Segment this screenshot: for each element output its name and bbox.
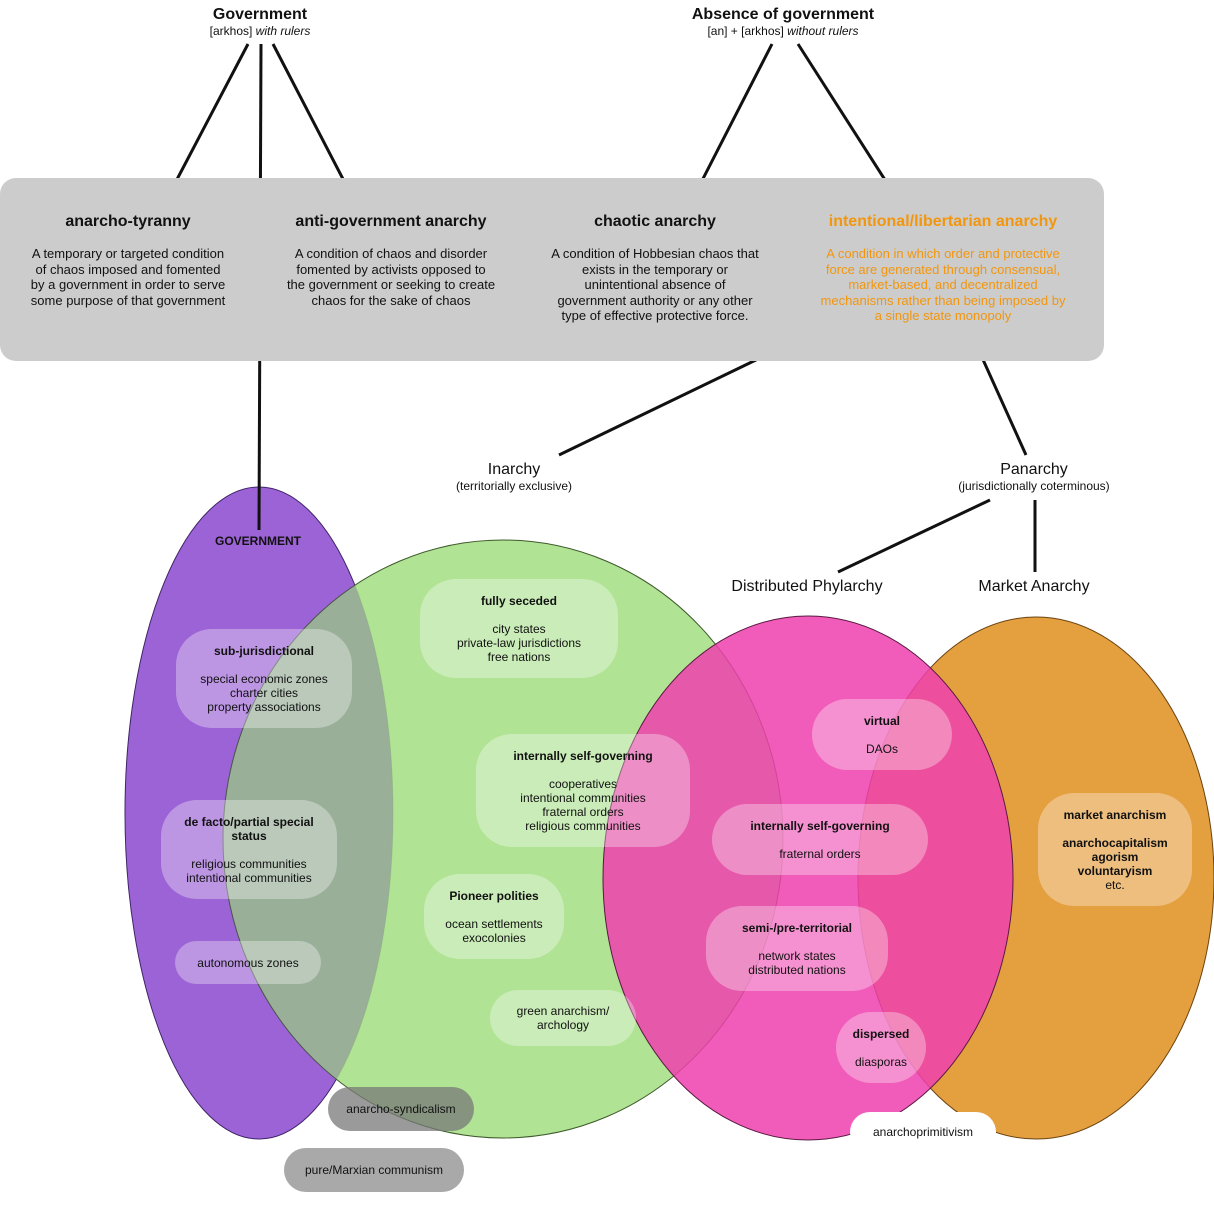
distributed-phylarchy-node: Distributed Phylarchy: [731, 578, 883, 595]
absence-root: Absence of government [an] + [arkhos] wi…: [652, 6, 914, 38]
category-anti-government-anarchy: anti-government anarchy A condition of c…: [286, 212, 496, 308]
bubble-market-anarchism: market anarchism anarchocapitalism agori…: [1038, 793, 1192, 906]
category-anarcho-tyranny: anarcho-tyranny A temporary or targeted …: [28, 212, 228, 308]
bubble-title: semi-/pre-territorial: [741, 920, 853, 935]
bubble-fully-seceded: fully seceded city states private-law ju…: [420, 579, 618, 678]
absence-root-subtitle: [an] + [arkhos] without rulers: [707, 24, 859, 38]
category-description: A temporary or targeted condition of cha…: [30, 246, 226, 308]
bubble-item: network states: [758, 948, 836, 963]
bubble-item: special economic zones: [200, 671, 328, 686]
inarchy-subtitle: (territorially exclusive): [455, 479, 573, 493]
bubble-green-anarchism: green anarchism/ archology: [490, 990, 636, 1046]
category-title: chaotic anarchy: [594, 213, 716, 230]
market-anarchy-node: Market Anarchy: [978, 578, 1090, 595]
bubble-item: fraternal orders: [779, 846, 861, 861]
bubble-autonomous-zones: autonomous zones: [175, 941, 321, 984]
bubble-item: cooperatives: [548, 776, 618, 791]
bubble-de-facto: de facto/partial special status religiou…: [161, 800, 337, 899]
government-root: Government [arkhos] with rulers: [160, 6, 360, 38]
pill-anarchoprimitivism: anarchoprimitivism: [850, 1112, 996, 1152]
bubble-item: free nations: [487, 649, 551, 664]
category-chaotic-anarchy: chaotic anarchy A condition of Hobbesian…: [550, 212, 760, 324]
inarchy-title: Inarchy: [487, 461, 541, 478]
category-title: intentional/libertarian anarchy: [828, 213, 1058, 230]
bubble-title: market anarchism: [1063, 807, 1167, 822]
pill-anarcho-syndicalism: anarcho-syndicalism: [328, 1087, 474, 1131]
bubble-title: green anarchism/ archology: [516, 1004, 610, 1032]
absence-root-title: Absence of government: [691, 6, 875, 23]
bubble-item: etc.: [1105, 877, 1125, 892]
category-description: A condition of chaos and disorder foment…: [286, 246, 496, 308]
bubble-item: property associations: [207, 699, 321, 714]
bubble-item: religious communities: [525, 818, 641, 833]
bubble-title: Pioneer polities: [449, 888, 539, 903]
bubble-item: voluntaryism: [1077, 863, 1153, 878]
bubble-title: de facto/partial special status: [184, 814, 314, 843]
anarchy-types-band: [0, 178, 1104, 361]
bubble-title: sub-jurisdictional: [213, 643, 314, 658]
bubble-title: internally self-governing: [513, 748, 653, 763]
category-description: A condition of Hobbesian chaos that exis…: [551, 246, 759, 323]
bubble-item: city states: [492, 621, 546, 636]
government-overlay: [125, 487, 393, 1139]
bubble-dispersed: dispersed diasporas: [836, 1012, 926, 1083]
panarchy-node: Panarchy (jurisdictionally coterminous): [940, 461, 1128, 493]
panarchy-title: Panarchy: [1000, 461, 1068, 478]
government-ellipse-label: GOVERNMENT: [214, 534, 301, 548]
bubble-item: religious communities: [191, 856, 307, 871]
government-root-title: Government: [212, 6, 308, 23]
bubble-item: distributed nations: [748, 962, 846, 977]
bubble-item: intentional communities: [186, 870, 312, 885]
category-title: anarcho-tyranny: [65, 213, 191, 230]
bubble-item: exocolonies: [462, 930, 526, 945]
bubble-item: fraternal orders: [542, 804, 624, 819]
bubble-semi-territorial: semi-/pre-territorial network states dis…: [706, 906, 888, 991]
bubble-item: ocean settlements: [445, 916, 543, 931]
bubble-item: private-law jurisdictions: [456, 635, 582, 650]
panarchy-subtitle: (jurisdictionally coterminous): [958, 479, 1110, 493]
bubble-title: fully seceded: [480, 593, 558, 608]
bubble-item: anarchocapitalism: [1062, 835, 1168, 850]
bubble-item: charter cities: [229, 685, 299, 700]
bubble-pioneer-polities: Pioneer polities ocean settlements exoco…: [424, 874, 564, 959]
category-title: anti-government anarchy: [295, 213, 487, 230]
bubble-internally-self-governing-green: internally self-governing cooperatives i…: [476, 734, 690, 847]
bubble-item: agorism: [1091, 849, 1139, 864]
bubble-sub-jurisdictional: sub-jurisdictional special economic zone…: [176, 629, 352, 728]
bubble-virtual: virtual DAOs: [812, 699, 952, 770]
inarchy-node: Inarchy (territorially exclusive): [430, 461, 598, 493]
pill-marxian-communism: pure/Marxian communism: [284, 1148, 464, 1192]
government-root-subtitle: [arkhos] with rulers: [209, 24, 311, 38]
bubble-title: dispersed: [852, 1026, 910, 1041]
bubble-title: internally self-governing: [750, 818, 890, 833]
bubble-title: virtual: [863, 713, 900, 728]
connector-panarchy-phylarchy: [837, 498, 991, 574]
bubble-item: DAOs: [865, 741, 898, 756]
category-intentional-anarchy: intentional/libertarian anarchy A condit…: [818, 212, 1068, 324]
bubble-internally-self-governing-pink: internally self-governing fraternal orde…: [712, 804, 928, 875]
bubble-title: autonomous zones: [197, 955, 299, 970]
phylarchy-ellipse: [602, 615, 1014, 1141]
bubble-item: intentional communities: [520, 790, 646, 805]
bubble-item: diasporas: [854, 1054, 908, 1069]
category-description: A condition in which order and protectiv…: [820, 246, 1066, 323]
